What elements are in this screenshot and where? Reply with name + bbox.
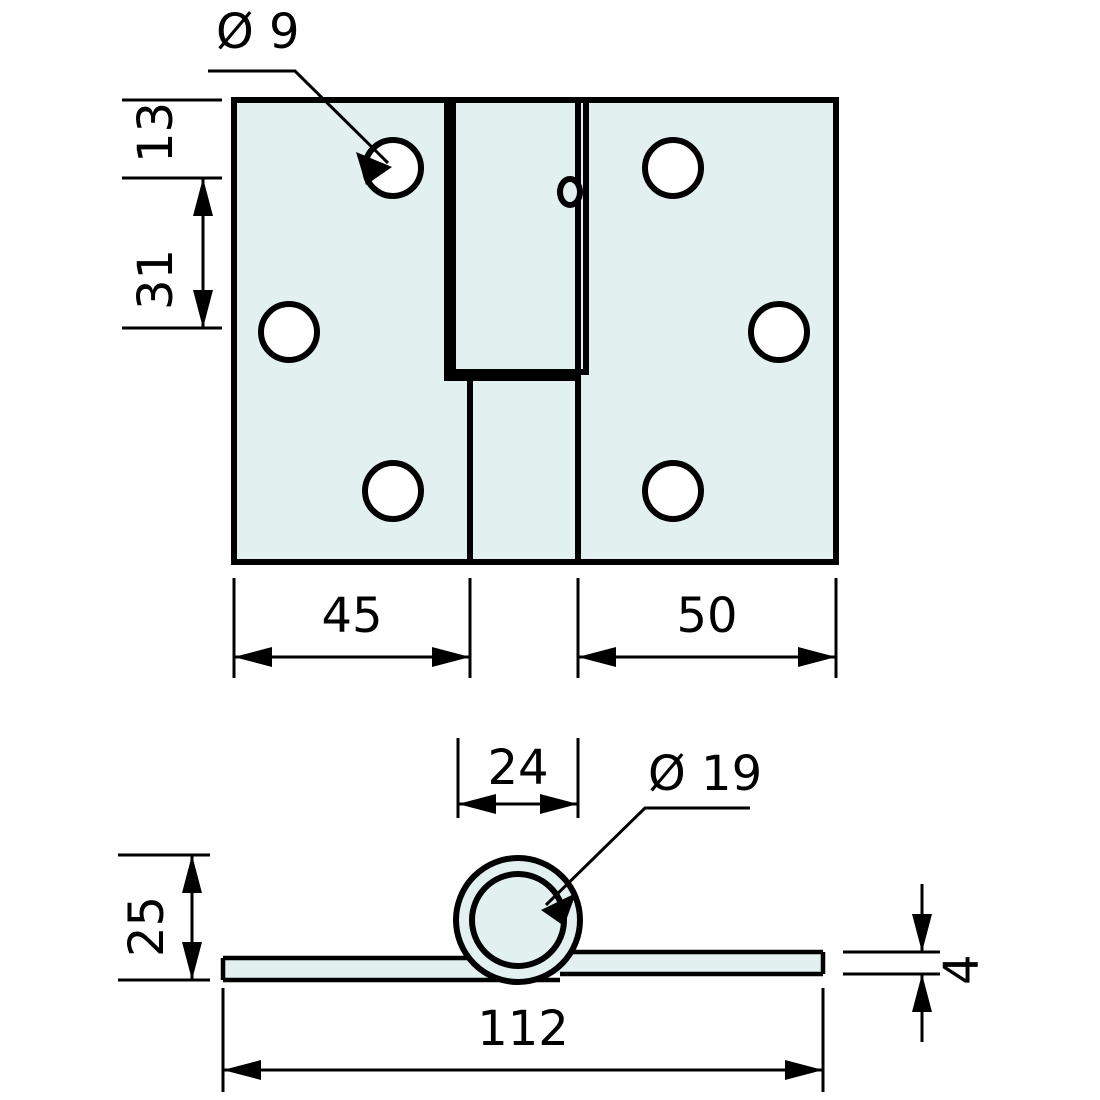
dimension-24: 24 — [456, 738, 580, 818]
hole-mid-left — [258, 301, 320, 363]
dimension-25: 25 — [118, 853, 210, 982]
dimension-label-13: 13 — [128, 102, 184, 163]
dimension-label-45: 45 — [321, 588, 382, 644]
side-right-leaf-outline — [560, 949, 826, 977]
side-left-leaf-fill — [223, 958, 519, 980]
hole-bottom-left — [362, 460, 424, 522]
callout-diameter-9: Ø 9 — [208, 4, 392, 185]
arrowhead-112-right — [785, 1060, 823, 1080]
leader-line-diameter-19 — [544, 806, 750, 907]
arrowhead-31-down — [193, 290, 213, 328]
arrowhead-24-right — [540, 794, 578, 814]
right-leaf-outline — [575, 97, 839, 565]
dimension-label-25: 25 — [119, 896, 175, 957]
front-view — [231, 97, 839, 565]
callout-diameter-19: Ø 19 — [541, 746, 762, 926]
hole-mid-right — [748, 301, 810, 363]
dimension-label-4: 4 — [934, 954, 990, 985]
hole-bottom-right — [642, 460, 704, 522]
barrel-inner-fill — [472, 874, 564, 966]
dimension-label-31: 31 — [128, 249, 184, 310]
dimension-31: 31 — [122, 178, 222, 330]
arrowhead-4-up — [912, 974, 932, 1012]
arrowhead-25-down — [182, 942, 202, 980]
arrowhead-50-left — [578, 647, 616, 667]
arrowhead-25-up — [182, 855, 202, 893]
dimension-label-50: 50 — [676, 588, 737, 644]
arrowhead-4-down — [912, 914, 932, 952]
arrowhead-50-right — [798, 647, 836, 667]
dimension-50: 50 — [576, 578, 838, 678]
dimension-112: 112 — [221, 988, 825, 1092]
dimension-label-24: 24 — [487, 740, 548, 796]
leader-line-diameter-9 — [208, 69, 390, 165]
callout-label-diameter-19: Ø 19 — [648, 746, 762, 802]
leader-arrowhead-diameter-19 — [541, 893, 576, 926]
callout-label-diameter-9: Ø 9 — [216, 4, 300, 60]
arrowhead-31-up — [193, 178, 213, 216]
dimension-4: 4 — [843, 884, 990, 1042]
hole-top-right — [642, 137, 704, 199]
arrowhead-45-left — [234, 647, 272, 667]
arrowhead-112-left — [223, 1060, 261, 1080]
arrowhead-45-right — [432, 647, 470, 667]
side-view — [220, 855, 826, 985]
pin-hole — [557, 176, 583, 208]
dimension-13: 13 — [122, 98, 222, 180]
side-right-leaf-fill — [519, 952, 823, 974]
leader-arrowhead-diameter-9 — [356, 152, 392, 185]
barrel-outer — [453, 855, 583, 985]
knuckle-upper-block — [450, 97, 589, 375]
front-plate-fill — [234, 100, 836, 562]
dimension-label-112: 112 — [477, 1001, 569, 1057]
dimension-45: 45 — [232, 578, 472, 678]
arrowhead-24-left — [458, 794, 496, 814]
